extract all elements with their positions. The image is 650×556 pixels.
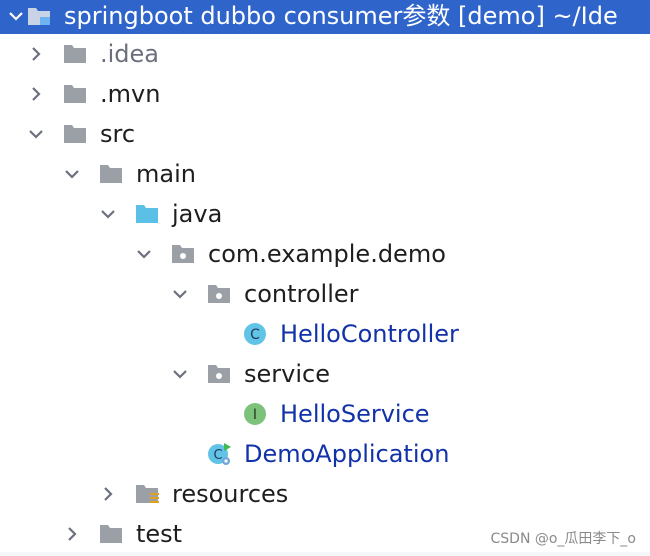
tree-row-service[interactable]: service (0, 354, 650, 394)
tree-label-hello-service: HelloService (280, 400, 430, 428)
tree-row-resources[interactable]: resources (0, 474, 650, 514)
interface-badge-letter: I (253, 407, 257, 423)
tree-label-src: src (100, 120, 136, 148)
folder-icon (62, 42, 88, 66)
tree-row-main[interactable]: main (0, 154, 650, 194)
tree-label-main: main (136, 160, 196, 188)
chevron-down-icon[interactable] (62, 164, 82, 184)
chevron-down-icon[interactable] (134, 244, 154, 264)
tree-label-demo-application: DemoApplication (244, 440, 450, 468)
tree-label-test: test (136, 520, 183, 548)
tree-row-controller[interactable]: controller (0, 274, 650, 314)
tree-row-idea[interactable]: .idea (0, 34, 650, 74)
tree-label-resources: resources (172, 480, 289, 508)
folder-icon (62, 122, 88, 146)
tree-label-java: java (172, 200, 223, 228)
folder-icon (62, 82, 88, 106)
tree-label-service: service (244, 360, 330, 388)
tree-row-src[interactable]: src (0, 114, 650, 154)
tree-row-demo-application[interactable]: C DemoApplication (0, 434, 650, 474)
chevron-right-icon[interactable] (62, 524, 82, 544)
chevron-down-icon[interactable] (98, 204, 118, 224)
chevron-right-icon[interactable] (26, 84, 46, 104)
chevron-right-icon[interactable] (26, 44, 46, 64)
tree-label-package: com.example.demo (208, 240, 446, 268)
package-icon (206, 362, 232, 386)
bottom-edge (0, 552, 650, 556)
tree-label-idea: .idea (100, 40, 160, 68)
class-badge-letter: C (250, 327, 260, 343)
chevron-down-icon[interactable] (170, 364, 190, 384)
module-folder-icon (26, 4, 52, 28)
source-folder-icon (134, 202, 160, 226)
folder-icon (98, 162, 124, 186)
chevron-down-icon[interactable] (170, 284, 190, 304)
resources-folder-icon (134, 482, 160, 506)
spring-boot-application-icon: C (206, 442, 232, 466)
app-badge-letter: C (213, 448, 222, 463)
tree-row-mvn[interactable]: .mvn (0, 74, 650, 114)
package-icon (170, 242, 196, 266)
tree-row-java[interactable]: java (0, 194, 650, 234)
tree-row-test[interactable]: test (0, 514, 650, 554)
interface-icon: I (242, 402, 268, 426)
chevron-right-icon[interactable] (98, 484, 118, 504)
class-icon: C (242, 322, 268, 346)
project-title: springboot dubbo consumer参数 [demo] ~/Ide (64, 2, 618, 30)
chevron-down-icon[interactable] (26, 124, 46, 144)
tree-row-package[interactable]: com.example.demo (0, 234, 650, 274)
package-icon (206, 282, 232, 306)
watermark: CSDN @o_瓜田李下_o (490, 531, 637, 547)
tree-label-mvn: .mvn (100, 80, 161, 108)
tree-label-controller: controller (244, 280, 359, 308)
tree-row-hello-service[interactable]: I HelloService (0, 394, 650, 434)
chevron-down-icon[interactable] (6, 6, 26, 26)
tree-row-project-root[interactable]: springboot dubbo consumer参数 [demo] ~/Ide (0, 0, 650, 34)
folder-icon (98, 522, 124, 546)
tree-label-hello-controller: HelloController (280, 320, 459, 348)
tree-row-hello-controller[interactable]: C HelloController (0, 314, 650, 354)
